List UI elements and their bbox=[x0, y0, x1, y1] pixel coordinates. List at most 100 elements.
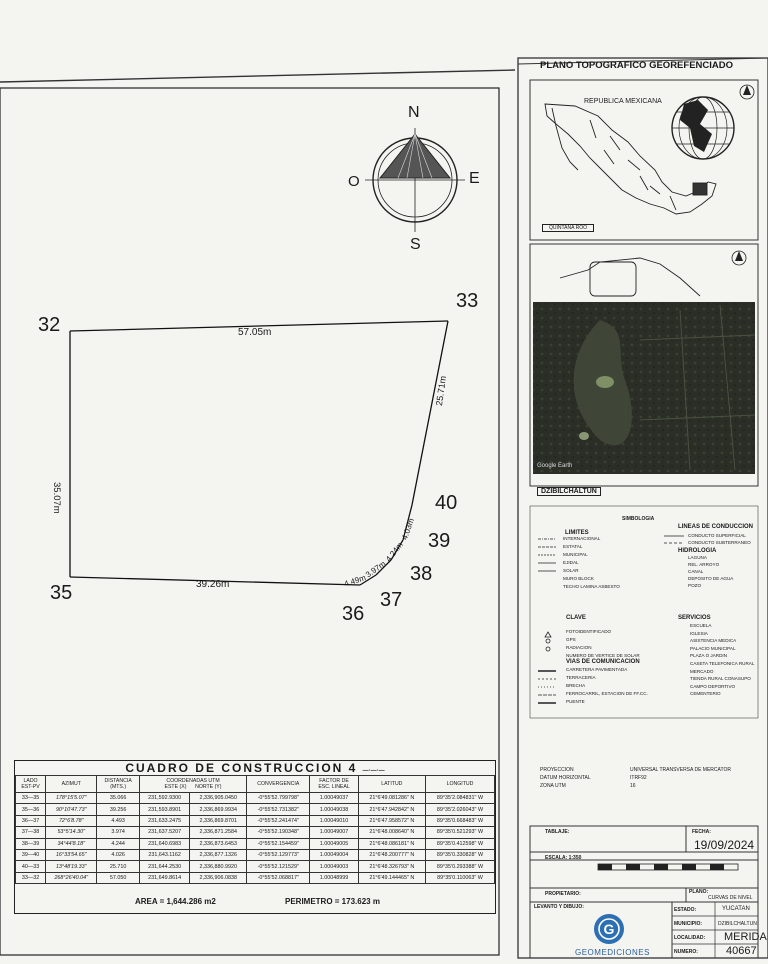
lineas-title: LINEAS DE CONDUCCION bbox=[678, 524, 754, 530]
vertex-label-39: 39 bbox=[428, 530, 451, 552]
datum-value: ITRF92 bbox=[630, 775, 647, 781]
cell-conv: -0°55'52.129773" bbox=[246, 848, 311, 862]
north-arrow-icon bbox=[365, 128, 465, 232]
cell-dist: 4.493 bbox=[96, 814, 140, 828]
cell-norte: 2,336,877.1326 bbox=[189, 848, 248, 862]
municipio-label: MUNICIPIO: bbox=[674, 921, 703, 927]
compass-n: N bbox=[408, 104, 420, 121]
cell-factor: 1.00049038 bbox=[309, 803, 359, 816]
vertex-label-38: 38 bbox=[410, 563, 433, 585]
map-credit: Google Earth bbox=[537, 463, 573, 469]
legend-item: GPS bbox=[566, 637, 576, 642]
vertex-label-33: 33 bbox=[456, 290, 479, 312]
location-tag: DZIBILCHALTUN bbox=[537, 487, 601, 496]
cell-este: 231,644.2530 bbox=[138, 860, 191, 873]
cell-conv: -0°55'52.731382" bbox=[246, 803, 311, 816]
cell-lon: 89°35'2.084831" W bbox=[424, 791, 496, 805]
simbologia-title: SIMBOLOGIA bbox=[622, 516, 655, 522]
legend-item: ESCUELA bbox=[690, 623, 712, 628]
cell-lon: 89°35'0.110063" W bbox=[424, 871, 496, 885]
lot-side bbox=[375, 559, 392, 576]
side-35-36: 39.26m bbox=[196, 579, 230, 590]
vias-title: VIAS DE COMUNICACION bbox=[566, 659, 640, 665]
lot-side bbox=[390, 539, 404, 561]
cell-dist: 3.974 bbox=[96, 826, 140, 839]
cell-este: 231,633.2475 bbox=[138, 814, 191, 828]
cell-lon: 89°35'0.521293" W bbox=[424, 826, 496, 839]
cell-conv: -0°55'52.154459" bbox=[246, 837, 311, 850]
cell-az: 72°6'8.78" bbox=[45, 814, 98, 828]
levanto-label: LEVANTO Y DIBUJO: bbox=[534, 904, 584, 910]
legend-item: CEMENTERIO bbox=[690, 691, 721, 697]
legend-symbols bbox=[538, 535, 684, 704]
estado-value: YUCATAN bbox=[722, 906, 750, 912]
legend-item: PLAZA O JARDIN bbox=[690, 653, 728, 659]
legend-item: MERCADO bbox=[690, 668, 714, 674]
cell-lado: 35—36 bbox=[14, 803, 47, 816]
tablaje-label: TABLAJE: bbox=[545, 829, 570, 835]
side-32-35: 35.07m bbox=[51, 482, 62, 514]
cell-lon: 89°35'0.330828" W bbox=[424, 848, 496, 862]
compass-o: O bbox=[348, 173, 360, 190]
svg-text:G: G bbox=[604, 921, 615, 937]
cell-este: 231,640.6983 bbox=[138, 837, 191, 850]
cell-lado: 36—37 bbox=[14, 814, 47, 828]
legend-item: PUENTE bbox=[566, 699, 585, 704]
geomediciones-logo: G bbox=[594, 914, 624, 944]
lot-polygon bbox=[69, 320, 449, 586]
cell-norte: 2,336,869.8701 bbox=[189, 814, 248, 828]
plano-value: CURVAS DE NIVEL bbox=[708, 895, 753, 901]
cell-lat: 21°6'48.008640" N bbox=[357, 826, 426, 839]
compass-e: E bbox=[469, 170, 480, 187]
fecha-label: FECHA: bbox=[692, 829, 711, 835]
vertex-label-37: 37 bbox=[380, 589, 403, 611]
cell-norte: 2,336,905.0450 bbox=[189, 791, 248, 805]
legend-item: MUNICIPAL bbox=[563, 552, 588, 557]
cell-lat: 21°6'48.326793" N bbox=[357, 860, 426, 873]
cell-factor: 1.00049003 bbox=[309, 860, 359, 873]
hidro-title: HIDROLOGIA bbox=[678, 548, 717, 554]
scale-bar bbox=[597, 863, 739, 871]
legend-item: REL. ARROYO bbox=[688, 562, 720, 567]
cell-lado: 33—35 bbox=[14, 791, 47, 805]
proyeccion-value: UNIVERSAL TRANSVERSA DE MERCATOR bbox=[630, 767, 731, 773]
zona-value: 16 bbox=[630, 783, 636, 789]
cell-factor: 1.00048999 bbox=[309, 871, 359, 885]
cell-lado: 33—32 bbox=[14, 871, 47, 885]
legend-item: TIENDA RURAL CONASUPO bbox=[690, 676, 751, 682]
cell-lado: 38—39 bbox=[14, 837, 47, 850]
legend-item: CASETA TELEFONICA RURAL bbox=[690, 661, 755, 666]
panel-title: PLANO TOPOGRAFICO GEOREFENCIADO bbox=[540, 60, 734, 71]
cell-dist: 4.026 bbox=[96, 848, 140, 862]
localidad-label: LOCALIDAD: bbox=[674, 935, 706, 941]
escala-label: ESCALA: 1:350 bbox=[545, 855, 582, 861]
cell-este: 231,637.5207 bbox=[138, 826, 191, 839]
cell-lat: 21°6'48.200777" N bbox=[357, 848, 426, 862]
area-total: AREA = 1,644.286 m2 bbox=[135, 897, 216, 906]
cell-factor: 1.00049010 bbox=[309, 814, 359, 828]
legend-item: POZO bbox=[688, 583, 702, 588]
cell-conv: -0°55'52.190348" bbox=[246, 826, 311, 839]
cell-lat: 21°6'47.942842" N bbox=[357, 803, 426, 816]
servicios-title: SERVICIOS bbox=[678, 615, 711, 621]
plano-label: PLANO: bbox=[689, 889, 709, 895]
lot-side bbox=[411, 320, 449, 506]
clave-title: CLAVE bbox=[566, 615, 586, 621]
cell-conv: -0°55'52.241474" bbox=[246, 814, 311, 828]
legend-item: INTERNACIONAL bbox=[563, 536, 601, 541]
cell-az: 13°48'19.33" bbox=[45, 860, 98, 873]
localidad-value: MERIDA bbox=[724, 931, 767, 943]
cell-az: 90°10'47.73" bbox=[45, 803, 98, 816]
numero-label: NUMERO: bbox=[674, 949, 698, 955]
country-label: REPUBLICA MEXICANA bbox=[584, 98, 662, 105]
